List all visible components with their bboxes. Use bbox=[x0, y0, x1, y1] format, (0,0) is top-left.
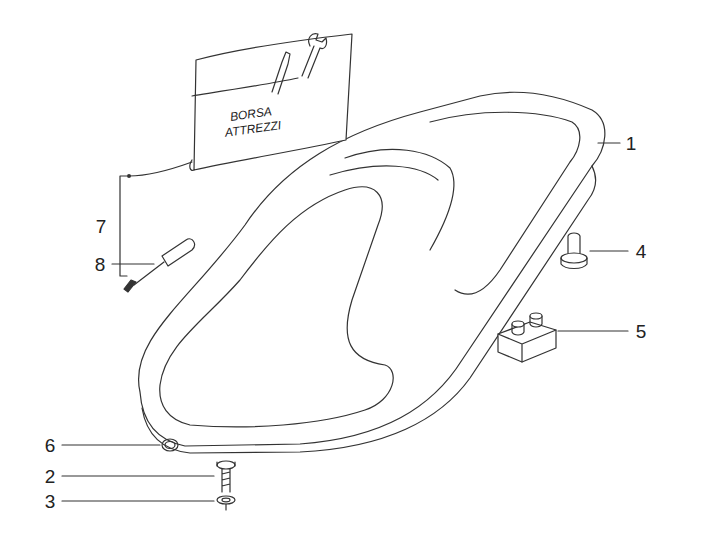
rubber-block-nub-top bbox=[512, 321, 524, 327]
callout-number: 4 bbox=[636, 242, 647, 261]
callout-number: 2 bbox=[45, 467, 56, 486]
screw-head-side bbox=[217, 462, 235, 466]
ring-inner bbox=[165, 442, 175, 449]
screwdriver-shaft bbox=[134, 262, 164, 285]
callout-number: 1 bbox=[626, 134, 637, 153]
group-bracket bbox=[120, 176, 127, 276]
screwdriver bbox=[162, 239, 194, 266]
callout-number: 5 bbox=[636, 322, 647, 341]
screwdriver-tip bbox=[124, 280, 136, 292]
washer-stem bbox=[225, 504, 226, 510]
bolt-head bbox=[561, 253, 587, 263]
leader-dot bbox=[127, 174, 131, 178]
leader-line bbox=[129, 162, 192, 176]
ring bbox=[162, 439, 178, 451]
screw bbox=[222, 468, 230, 492]
callout-number: 3 bbox=[45, 492, 56, 511]
washer-hole bbox=[222, 498, 230, 502]
washer bbox=[217, 496, 235, 504]
seat-step bbox=[345, 149, 454, 250]
rubber-block-nub-top bbox=[530, 313, 542, 319]
callout-number: 8 bbox=[95, 255, 106, 274]
seat-step bbox=[330, 166, 438, 180]
leader-line bbox=[62, 500, 214, 501]
rubber-block bbox=[498, 322, 556, 362]
screw-head bbox=[217, 461, 235, 469]
tool-bag bbox=[194, 34, 352, 170]
leader-line bbox=[590, 250, 628, 251]
rubber-block-edge bbox=[498, 330, 556, 362]
leader-line bbox=[558, 330, 628, 331]
seat-rider-area bbox=[160, 187, 393, 427]
leader-line bbox=[598, 142, 620, 143]
callout-number: 6 bbox=[45, 436, 56, 455]
bolt-head-side bbox=[561, 258, 587, 269]
seat-edge bbox=[142, 166, 595, 453]
tool-wrench bbox=[302, 34, 327, 78]
callout-number: 7 bbox=[96, 217, 107, 236]
tool-screwdriver bbox=[272, 52, 290, 94]
leader-line bbox=[62, 475, 214, 476]
seat-passenger-area bbox=[430, 112, 580, 294]
leader-line bbox=[62, 444, 160, 445]
leader-line bbox=[112, 263, 154, 264]
